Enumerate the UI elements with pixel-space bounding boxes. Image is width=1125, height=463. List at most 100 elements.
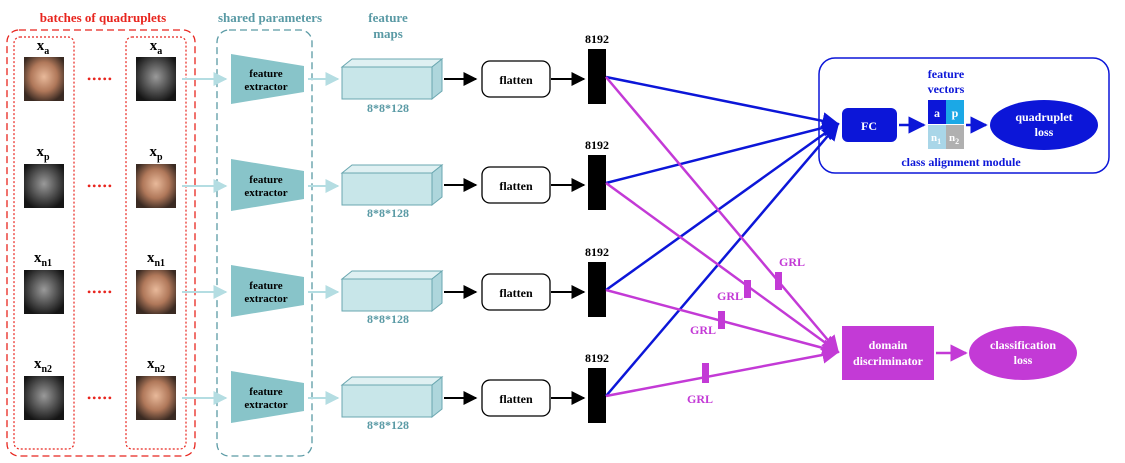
grl-marker-2 bbox=[744, 280, 751, 298]
feature-extractor-n1 bbox=[231, 265, 304, 317]
vector-cell-p bbox=[946, 100, 964, 124]
extractor-a-line2: extractor bbox=[244, 81, 287, 93]
face-image-n2-right bbox=[136, 376, 176, 420]
flatten-box-n2 bbox=[481, 379, 551, 417]
flatten-box-a bbox=[481, 60, 551, 98]
feature-extractor-p bbox=[231, 159, 304, 211]
face-image-n1-left bbox=[24, 270, 64, 314]
vector-cell-n1-label: n1 bbox=[931, 132, 941, 146]
grl-marker-1 bbox=[775, 272, 782, 290]
quadruplet-loss-ellipse bbox=[990, 100, 1098, 150]
row-n2: xn2 ••••• xn2 feature extractor 8*8*128 … bbox=[24, 351, 609, 432]
row-n1-label-left: xn1 bbox=[34, 250, 52, 269]
extractor-n1-line1: feature bbox=[249, 280, 283, 292]
row-p-label-right: xp bbox=[149, 144, 163, 163]
face-image-n1-right bbox=[136, 270, 176, 314]
grl-marker-4 bbox=[702, 363, 709, 383]
row-p-label-left: xp bbox=[36, 144, 50, 163]
flat-vector-n1 bbox=[588, 262, 606, 317]
feature-extractor-n2 bbox=[231, 371, 304, 423]
vector-cell-n2-label: n2 bbox=[949, 132, 959, 146]
quadruplet-loss-line2: loss bbox=[1035, 125, 1054, 139]
blue-line-p bbox=[605, 119, 840, 185]
map-size-n1: 8*8*128 bbox=[367, 312, 409, 326]
dim-label-n1: 8192 bbox=[585, 245, 609, 259]
batch-column-2 bbox=[125, 36, 187, 450]
extractor-n2-line2: extractor bbox=[244, 399, 287, 411]
extractor-p-line1: feature bbox=[249, 174, 283, 186]
vector-cell-p-label: p bbox=[952, 106, 959, 120]
blue-line-n2 bbox=[605, 122, 840, 397]
face-image-a-right bbox=[136, 57, 176, 101]
shared-params-box bbox=[216, 29, 313, 457]
row-a-label-right: xa bbox=[150, 38, 163, 57]
ellipsis-row-n2: ••••• bbox=[87, 391, 113, 405]
flatten-box-n1 bbox=[481, 273, 551, 311]
feature-vectors-label-2: vectors bbox=[928, 82, 965, 96]
vector-cell-a-label: a bbox=[934, 106, 940, 120]
map-size-a: 8*8*128 bbox=[367, 101, 409, 115]
grl-label-1: GRL bbox=[779, 255, 805, 269]
batch-column-1 bbox=[13, 36, 75, 450]
fc-box bbox=[842, 108, 897, 142]
extractor-p-line2: extractor bbox=[244, 187, 287, 199]
dim-label-p: 8192 bbox=[585, 138, 609, 152]
grl-label-4: GRL bbox=[687, 392, 713, 406]
magenta-connections bbox=[605, 76, 840, 398]
ellipsis-row-p: ••••• bbox=[87, 179, 113, 193]
class-alignment-module-box bbox=[818, 57, 1110, 174]
feature-map-n2 bbox=[340, 375, 444, 419]
map-size-p: 8*8*128 bbox=[367, 206, 409, 220]
feature-maps-label-1: feature bbox=[368, 10, 408, 25]
flatten-box-p bbox=[481, 166, 551, 204]
row-p: xp ••••• xp feature extractor 8*8*128 fl… bbox=[24, 138, 609, 220]
row-a-label-left: xa bbox=[37, 38, 50, 57]
domain-discriminator-line1: domain bbox=[869, 338, 908, 352]
row-n1: xn1 ••••• xn1 feature extractor 8*8*128 … bbox=[24, 245, 609, 326]
row-n1-label-right: xn1 bbox=[147, 250, 165, 269]
batches-box bbox=[6, 29, 196, 457]
feature-map-p bbox=[340, 163, 444, 207]
face-image-n2-left bbox=[24, 376, 64, 420]
feature-map-a bbox=[340, 57, 444, 101]
ellipsis-row-a: ••••• bbox=[87, 72, 113, 86]
dim-label-n2: 8192 bbox=[585, 351, 609, 365]
extractor-a-line1: feature bbox=[249, 68, 283, 80]
magenta-line-a bbox=[605, 76, 840, 354]
face-image-p-left bbox=[24, 164, 64, 208]
batches-label: batches of quadruplets bbox=[40, 10, 166, 25]
magenta-line-p bbox=[605, 181, 840, 354]
domain-discriminator-line2: discriminator bbox=[853, 354, 924, 368]
grl-label-2: GRL bbox=[717, 289, 743, 303]
flatten-n1: flatten bbox=[499, 286, 533, 300]
face-image-p-right bbox=[136, 164, 176, 208]
classification-loss-line1: classification bbox=[990, 338, 1056, 352]
classification-loss-ellipse bbox=[969, 326, 1077, 380]
quadruplet-loss-line1: quadruplet bbox=[1015, 110, 1072, 124]
feature-maps-label-2: maps bbox=[373, 26, 403, 41]
row-n2-label-right: xn2 bbox=[147, 356, 165, 375]
feature-extractor-a bbox=[231, 54, 304, 104]
extractor-n2-line1: feature bbox=[249, 386, 283, 398]
row-n2-label-left: xn2 bbox=[34, 356, 52, 375]
vector-cell-n1 bbox=[928, 125, 946, 149]
flatten-p: flatten bbox=[499, 179, 533, 193]
vector-cell-a bbox=[928, 100, 946, 124]
domain-discriminator-box bbox=[842, 326, 934, 380]
blue-line-n1 bbox=[605, 122, 840, 292]
grl-label-3: GRL bbox=[690, 323, 716, 337]
face-image-a-left bbox=[24, 57, 64, 101]
extractor-n1-line2: extractor bbox=[244, 293, 287, 305]
row-a: xa ••••• xa feature extractor 8*8*128 fl… bbox=[24, 32, 609, 115]
vector-cell-n2 bbox=[946, 125, 964, 149]
feature-vectors-label-1: feature bbox=[928, 67, 965, 81]
flat-vector-a bbox=[588, 49, 606, 104]
dim-label-a: 8192 bbox=[585, 32, 609, 46]
map-size-n2: 8*8*128 bbox=[367, 418, 409, 432]
flatten-a: flatten bbox=[499, 73, 533, 87]
flat-vector-n2 bbox=[588, 368, 606, 423]
classification-loss-line2: loss bbox=[1014, 353, 1033, 367]
fc-label: FC bbox=[861, 119, 877, 133]
